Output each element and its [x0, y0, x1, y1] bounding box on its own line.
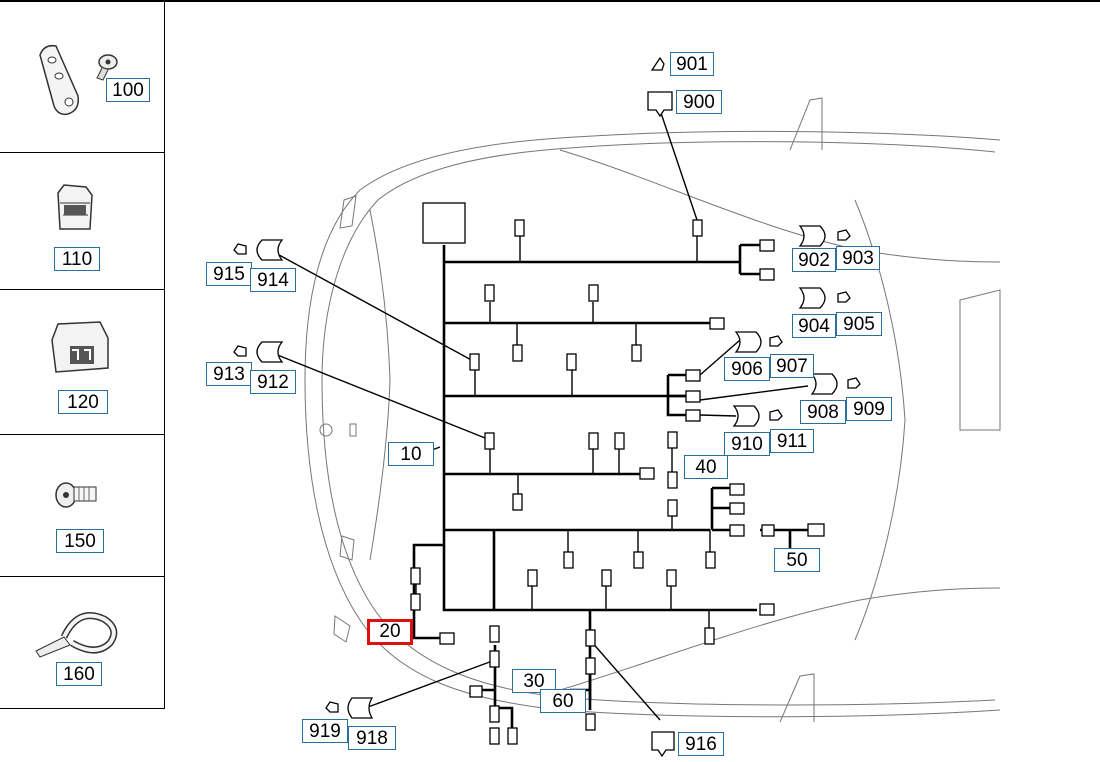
callout-908[interactable]: 908 [800, 400, 846, 424]
callout-902[interactable]: 902 [792, 248, 836, 272]
callout-914[interactable]: 914 [250, 268, 296, 292]
callout-916[interactable]: 916 [678, 732, 724, 756]
wiring-diagram [233, 56, 1001, 758]
cable-tie-icon [35, 612, 118, 658]
part-label-160[interactable]: 160 [56, 662, 102, 686]
connector-blocks [410, 202, 825, 745]
connector-clip-icon [51, 321, 109, 373]
callout-912[interactable]: 912 [250, 370, 296, 394]
callout-919[interactable]: 919 [302, 719, 348, 743]
part-cell-150[interactable]: 150 [0, 435, 164, 577]
callout-901[interactable]: 901 [670, 52, 714, 76]
callout-911[interactable]: 911 [770, 429, 814, 453]
callout-915[interactable]: 915 [206, 262, 252, 286]
bracket-screw-icon [39, 44, 118, 116]
part-label-150[interactable]: 150 [56, 529, 104, 553]
harness-branches [269, 109, 809, 721]
plug-symbols [233, 56, 861, 758]
part-cell-110[interactable]: 110 [0, 153, 164, 290]
part-cell-160[interactable]: 160 [0, 577, 164, 708]
part-cell-100[interactable]: 100 [0, 0, 164, 153]
callout-900[interactable]: 900 [676, 90, 722, 114]
callout-906[interactable]: 906 [724, 357, 770, 381]
callout-40[interactable]: 40 [684, 455, 728, 479]
callout-60[interactable]: 60 [540, 689, 586, 713]
callout-904[interactable]: 904 [792, 314, 836, 338]
part-label-110[interactable]: 110 [54, 247, 100, 271]
parts-sidebar: 100 110 120 150 160 [0, 0, 165, 709]
callout-905[interactable]: 905 [836, 312, 882, 336]
part-cell-120[interactable]: 120 [0, 290, 164, 435]
callout-10[interactable]: 10 [388, 442, 434, 466]
harness-trunk [412, 243, 808, 730]
callout-907[interactable]: 907 [770, 354, 814, 378]
part-label-100[interactable]: 100 [106, 78, 150, 102]
screw-icon [55, 482, 97, 508]
part-label-120[interactable]: 120 [58, 390, 108, 414]
top-border [0, 0, 1100, 2]
callout-918[interactable]: 918 [348, 726, 396, 750]
callout-50[interactable]: 50 [774, 548, 820, 572]
callout-903[interactable]: 903 [836, 246, 880, 270]
callout-910[interactable]: 910 [724, 432, 770, 456]
callout-20-selected[interactable]: 20 [367, 619, 413, 645]
callout-909[interactable]: 909 [846, 397, 892, 421]
callout-913[interactable]: 913 [206, 362, 252, 386]
clip-icon [57, 184, 93, 230]
